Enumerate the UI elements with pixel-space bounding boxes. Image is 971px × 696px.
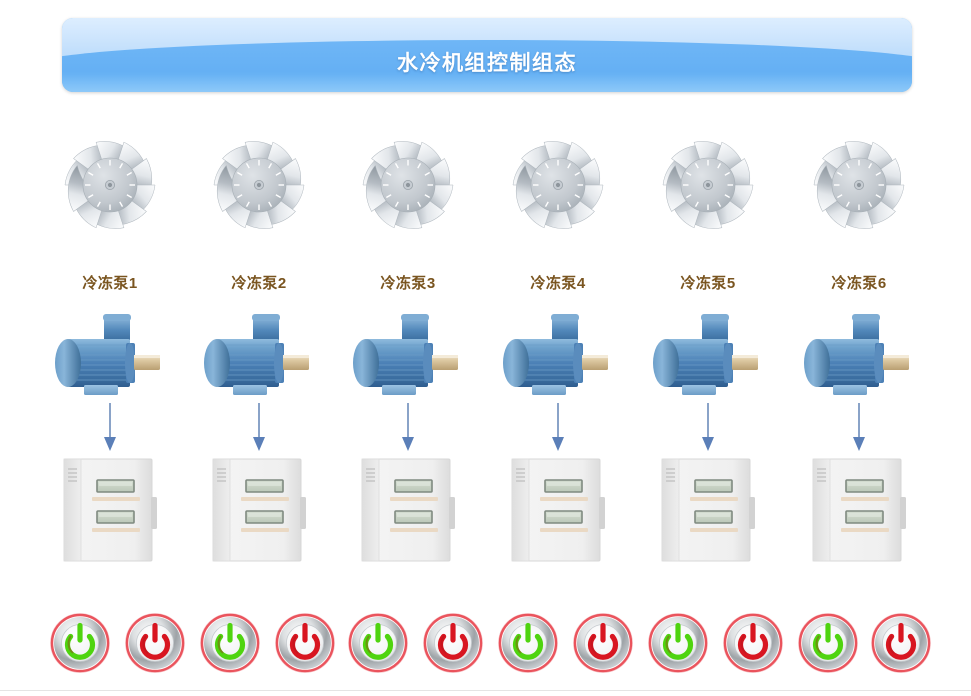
cooling-fan-4-icon[interactable] <box>503 130 613 240</box>
cooling-fan-5-icon[interactable] <box>653 130 763 240</box>
control-cabinet-3-icon[interactable] <box>356 455 460 565</box>
page-title-banner <box>62 18 912 92</box>
pump-column-6: 冷冻泵6 <box>784 130 934 565</box>
control-cabinet-6-icon[interactable] <box>807 455 911 565</box>
pump-label-6: 冷冻泵6 <box>831 275 887 292</box>
cooling-fan-6-icon[interactable] <box>804 130 914 240</box>
stop-button-pump-5[interactable] <box>723 612 783 674</box>
motor-1-icon[interactable] <box>46 311 174 397</box>
start-button-pump-4[interactable] <box>498 612 558 674</box>
start-button-pump-2[interactable] <box>200 612 260 674</box>
pump-label-2: 冷冻泵2 <box>231 275 287 292</box>
start-button-pump-6[interactable] <box>798 612 858 674</box>
stop-button-pump-4[interactable] <box>573 612 633 674</box>
stop-button-pump-3[interactable] <box>423 612 483 674</box>
start-button-pump-3[interactable] <box>348 612 408 674</box>
power-button-row <box>0 612 971 684</box>
control-cabinet-4-icon[interactable] <box>506 455 610 565</box>
bottom-divider <box>0 690 971 691</box>
cooling-fan-2-icon[interactable] <box>204 130 314 240</box>
start-button-pump-5[interactable] <box>648 612 708 674</box>
flow-arrow-1-icon <box>100 403 120 453</box>
start-button-pump-1[interactable] <box>50 612 110 674</box>
flow-arrow-2-icon <box>249 403 269 453</box>
cooling-fan-1-icon[interactable] <box>55 130 165 240</box>
control-cabinet-5-icon[interactable] <box>656 455 760 565</box>
motor-3-icon[interactable] <box>344 311 472 397</box>
pump-column-3: 冷冻泵3 <box>333 130 483 565</box>
pump-label-5: 冷冻泵5 <box>680 275 736 292</box>
flow-arrow-5-icon <box>698 403 718 453</box>
pump-label-3: 冷冻泵3 <box>380 275 436 292</box>
motor-6-icon[interactable] <box>795 311 923 397</box>
pump-label-4: 冷冻泵4 <box>530 275 586 292</box>
cooling-fan-3-icon[interactable] <box>353 130 463 240</box>
pump-column-5: 冷冻泵5 <box>633 130 783 565</box>
page-title: 水冷机组控制组态 <box>397 52 577 75</box>
motor-4-icon[interactable] <box>494 311 622 397</box>
motor-5-icon[interactable] <box>644 311 772 397</box>
stop-button-pump-1[interactable] <box>125 612 185 674</box>
motor-2-icon[interactable] <box>195 311 323 397</box>
stop-button-pump-6[interactable] <box>871 612 931 674</box>
control-cabinet-2-icon[interactable] <box>207 455 311 565</box>
banner-bottom-sheen <box>62 74 912 92</box>
pump-column-1: 冷冻泵1 <box>35 130 185 565</box>
pump-column-2: 冷冻泵2 <box>184 130 334 565</box>
flow-arrow-6-icon <box>849 403 869 453</box>
pump-label-1: 冷冻泵1 <box>82 275 138 292</box>
pump-column-4: 冷冻泵4 <box>483 130 633 565</box>
banner-wave <box>62 40 912 92</box>
flow-arrow-4-icon <box>548 403 568 453</box>
control-cabinet-1-icon[interactable] <box>58 455 162 565</box>
stop-button-pump-2[interactable] <box>275 612 335 674</box>
flow-arrow-3-icon <box>398 403 418 453</box>
